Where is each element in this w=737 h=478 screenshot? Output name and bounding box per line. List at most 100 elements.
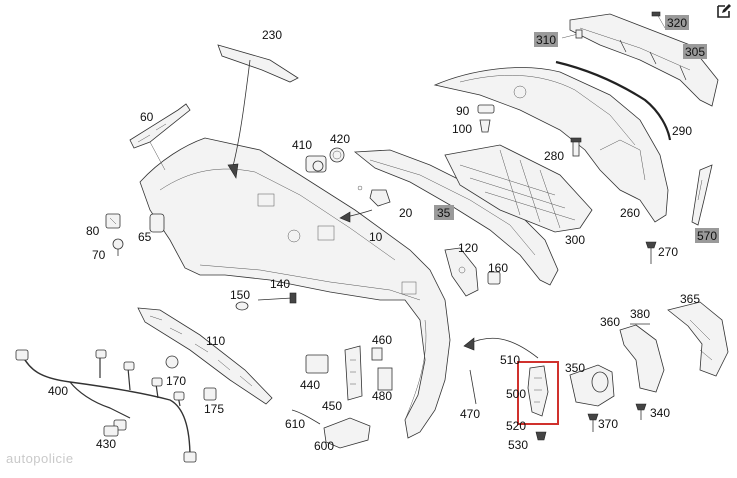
clip-70 (112, 238, 124, 256)
callout-10[interactable]: 10 (369, 230, 383, 244)
sensor-410 (305, 147, 345, 173)
callout-570[interactable]: 570 (697, 229, 717, 243)
upper-cover-260 (433, 67, 669, 223)
clip-530 (535, 431, 547, 441)
tow-cover-20 (339, 185, 391, 223)
callout-160[interactable]: 160 (488, 261, 508, 275)
bracket-460 (371, 347, 383, 361)
bolt-140 (257, 292, 297, 304)
selection-box (517, 361, 559, 425)
clip-65 (149, 213, 165, 233)
clip-175 (203, 387, 217, 401)
callout-bg-320 (665, 15, 689, 30)
strip-610 (291, 409, 321, 425)
callout-20[interactable]: 20 (399, 206, 413, 220)
grommet-170 (165, 355, 179, 369)
callout-370[interactable]: 370 (598, 417, 618, 431)
callout-480[interactable]: 480 (372, 389, 392, 403)
callout-170[interactable]: 170 (166, 374, 186, 388)
washer-150 (235, 301, 249, 311)
callout-120[interactable]: 120 (458, 241, 478, 255)
callout-410[interactable]: 410 (292, 138, 312, 152)
screw-320 (651, 11, 666, 29)
clip-80 (105, 213, 121, 229)
callout-450[interactable]: 450 (322, 399, 342, 413)
rod-470 (469, 369, 477, 405)
callout-520[interactable]: 520 (506, 419, 526, 433)
bumper-cover-part (139, 137, 451, 439)
bracket-360 (619, 324, 665, 393)
callout-35[interactable]: 35 (437, 206, 451, 220)
callout-175[interactable]: 175 (204, 402, 224, 416)
callout-320[interactable]: 320 (667, 16, 687, 30)
diffuser-35 (353, 149, 559, 286)
callout-90[interactable]: 90 (456, 104, 470, 118)
callout-bg-35 (434, 205, 454, 220)
edit-icon (717, 4, 731, 18)
callout-290[interactable]: 290 (672, 124, 692, 138)
callout-150[interactable]: 150 (230, 288, 250, 302)
clip-90 (477, 104, 495, 133)
callout-500[interactable]: 500 (506, 387, 526, 401)
callout-430[interactable]: 430 (96, 437, 116, 451)
bracket-60 (129, 103, 191, 171)
arrow-to-bumper (463, 337, 539, 359)
screw-370 (587, 413, 599, 432)
clip-430 (103, 425, 119, 437)
wiring-harness-400 (15, 349, 197, 463)
callout-600[interactable]: 600 (314, 439, 334, 453)
callout-340[interactable]: 340 (650, 406, 670, 420)
clip-310 (561, 29, 583, 39)
callout-440[interactable]: 440 (300, 378, 320, 392)
housing-350 (569, 364, 615, 407)
callout-280[interactable]: 280 (544, 149, 564, 163)
callout-bg-310 (534, 32, 558, 47)
callout-230[interactable]: 230 (262, 28, 282, 42)
callout-380[interactable]: 380 (630, 307, 650, 321)
module-440 (305, 354, 329, 374)
bracket-480 (377, 367, 393, 391)
callout-305[interactable]: 305 (685, 45, 705, 59)
callout-140[interactable]: 140 (270, 277, 290, 291)
callout-270[interactable]: 270 (658, 245, 678, 259)
callout-610[interactable]: 610 (285, 417, 305, 431)
trim-strip-230 (217, 44, 299, 179)
screw-270 (645, 241, 657, 264)
watermark: autopolicie (6, 451, 74, 466)
callout-360[interactable]: 360 (600, 315, 620, 329)
strip-570 (691, 164, 713, 226)
callout-350[interactable]: 350 (565, 361, 585, 375)
callout-420[interactable]: 420 (330, 132, 350, 146)
spoiler-305 (569, 13, 719, 107)
selected-part-500[interactable] (517, 361, 559, 425)
clip-160 (487, 271, 501, 285)
callout-100[interactable]: 100 (452, 122, 472, 136)
callout-310[interactable]: 310 (536, 33, 556, 47)
bracket-120 (444, 247, 479, 297)
callout-80[interactable]: 80 (86, 224, 100, 238)
grille-300 (444, 144, 593, 233)
bracket-365 (667, 301, 729, 377)
callout-510[interactable]: 510 (500, 353, 520, 367)
callout-65[interactable]: 65 (138, 230, 152, 244)
bracket-450 (344, 345, 363, 401)
impact-strip-110 (137, 307, 273, 405)
callout-300[interactable]: 300 (565, 233, 585, 247)
callout-530[interactable]: 530 (508, 438, 528, 452)
screw-340 (635, 403, 647, 420)
callout-470[interactable]: 470 (460, 407, 480, 421)
cover-600 (323, 417, 371, 449)
callout-70[interactable]: 70 (92, 248, 106, 262)
seal-strip-290 (555, 60, 672, 141)
callout-260[interactable]: 260 (620, 206, 640, 220)
edit-button[interactable] (716, 3, 732, 19)
callout-60[interactable]: 60 (140, 110, 154, 124)
callout-110[interactable]: 110 (206, 334, 225, 348)
callout-400[interactable]: 400 (48, 384, 68, 398)
callout-460[interactable]: 460 (372, 333, 392, 347)
pin-280 (570, 137, 582, 157)
callout-365[interactable]: 365 (680, 292, 700, 306)
callout-bg-570 (695, 228, 719, 243)
